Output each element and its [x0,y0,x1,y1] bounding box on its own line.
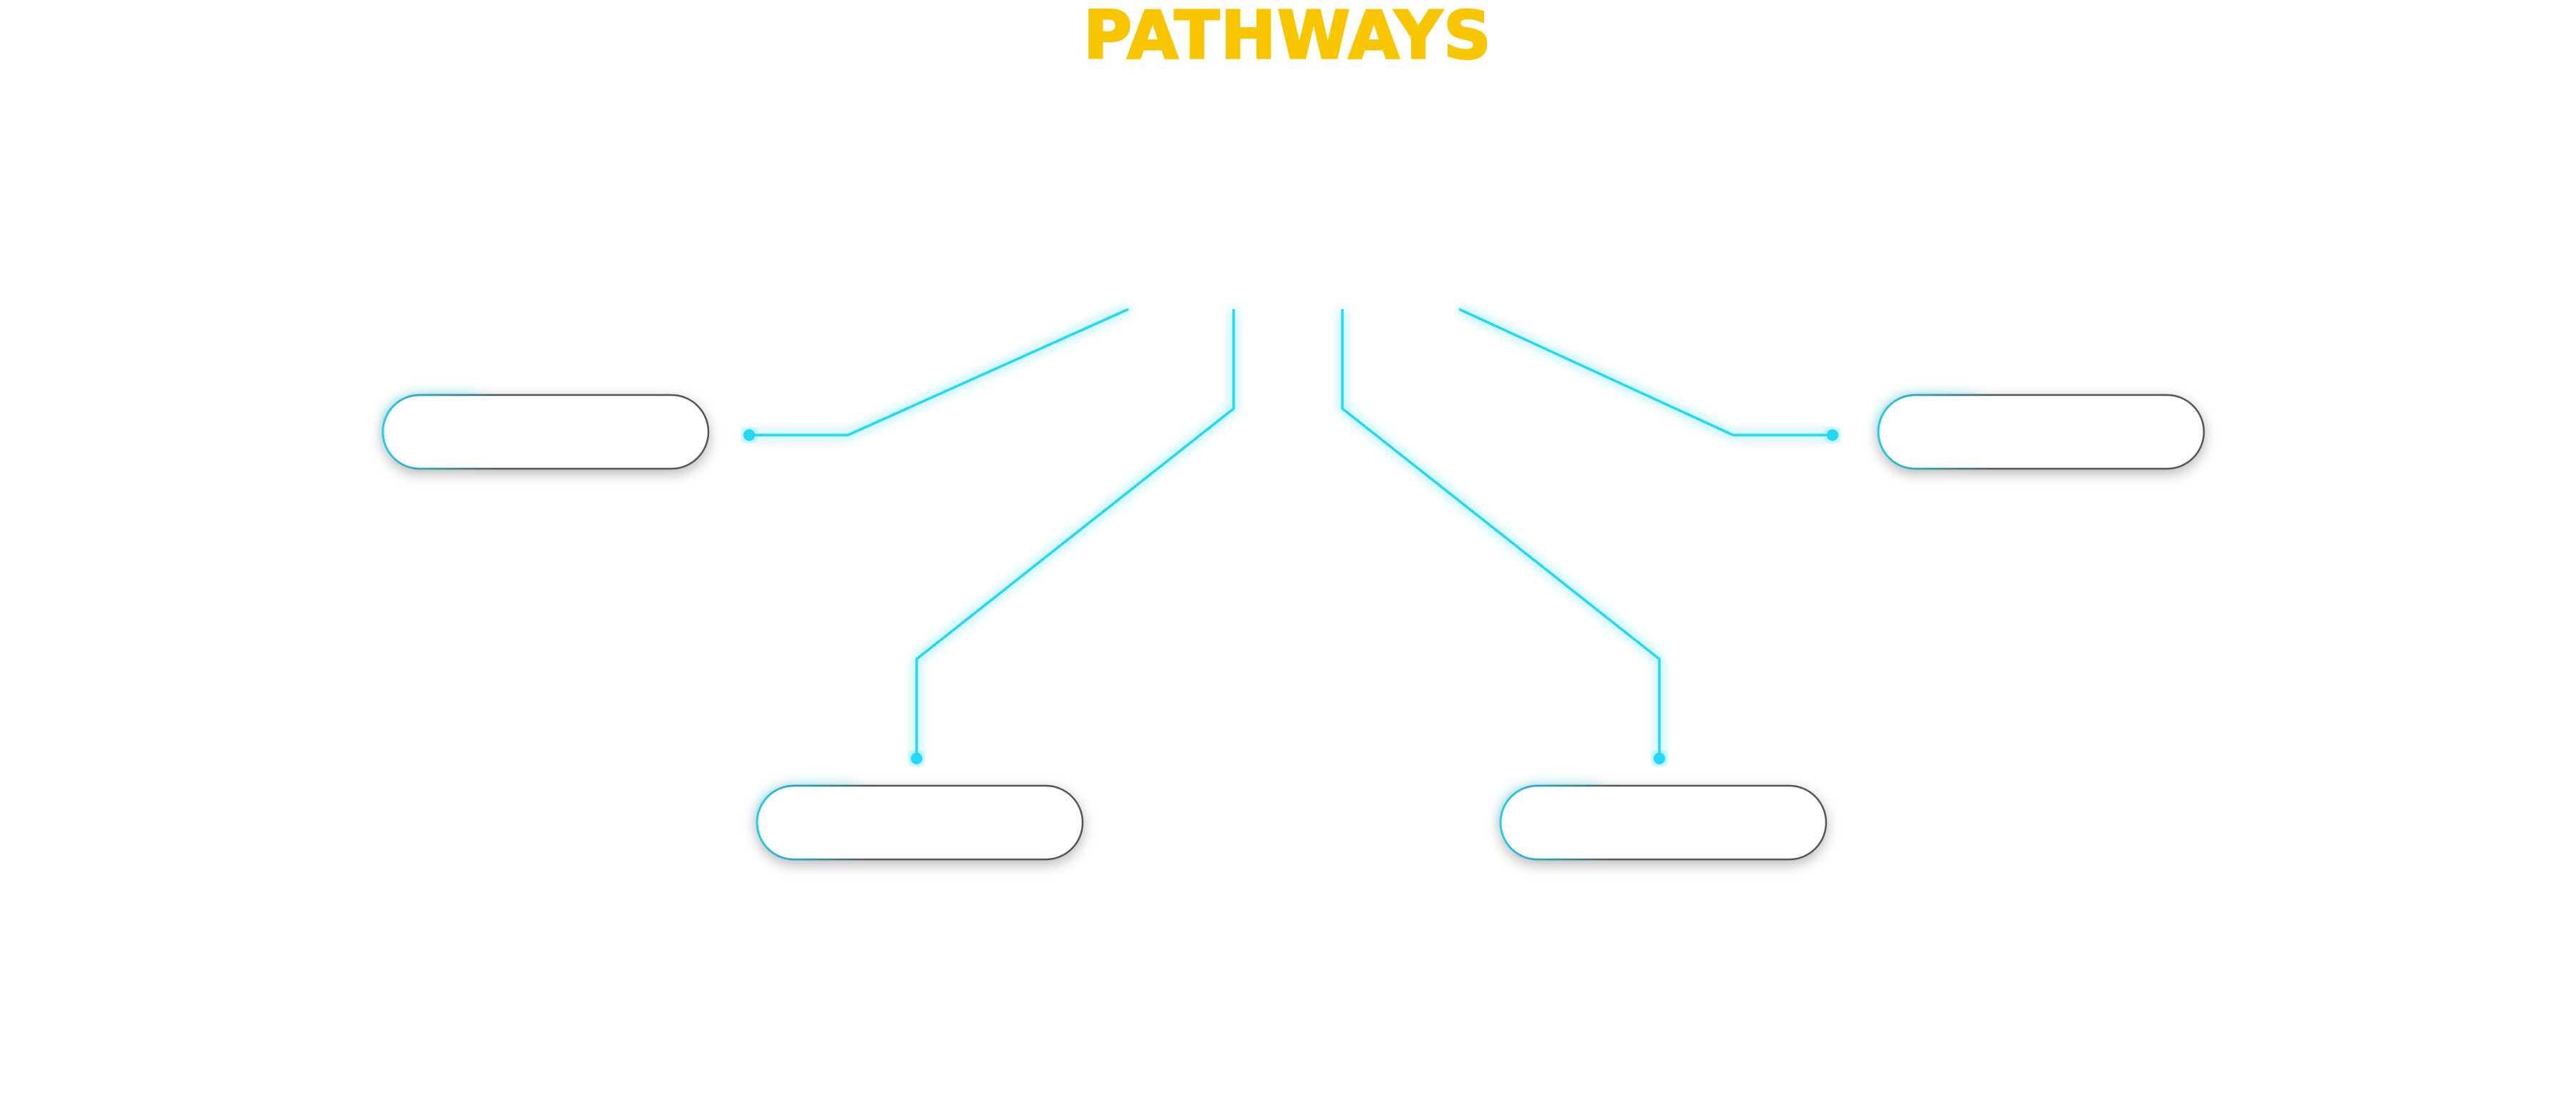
connector-line-right-top [1458,308,1833,437]
connector-group [743,308,1838,764]
pathway-box-body [756,784,1084,861]
connector-dot-right-top [1827,429,1838,441]
connector-line-left-bottom [915,309,1235,759]
pathway-box-body [1877,394,2205,470]
pathway-box-highlight [1877,394,2205,470]
pathway-box-group [381,394,2205,861]
pathway-box-right-bottom [1499,784,1828,861]
connector-dot-left-top [743,429,755,441]
connector-line-right-bottom [1341,309,1661,759]
connector-dot-left-bottom [911,753,922,764]
connector-line-left-top [749,308,1129,437]
pathway-box-highlight [756,784,1084,861]
pathway-box-body [1499,784,1828,861]
pathway-box-body [381,394,710,470]
pathway-box-right-top [1877,394,2205,470]
pathway-box-highlight [1499,784,1828,861]
pathway-box-left-bottom [756,784,1084,861]
pathway-box-highlight [381,394,710,470]
connector-dot-right-bottom [1654,753,1665,764]
page-title: PATHWAYS [1083,0,1493,74]
pathway-box-left-top [381,394,710,470]
